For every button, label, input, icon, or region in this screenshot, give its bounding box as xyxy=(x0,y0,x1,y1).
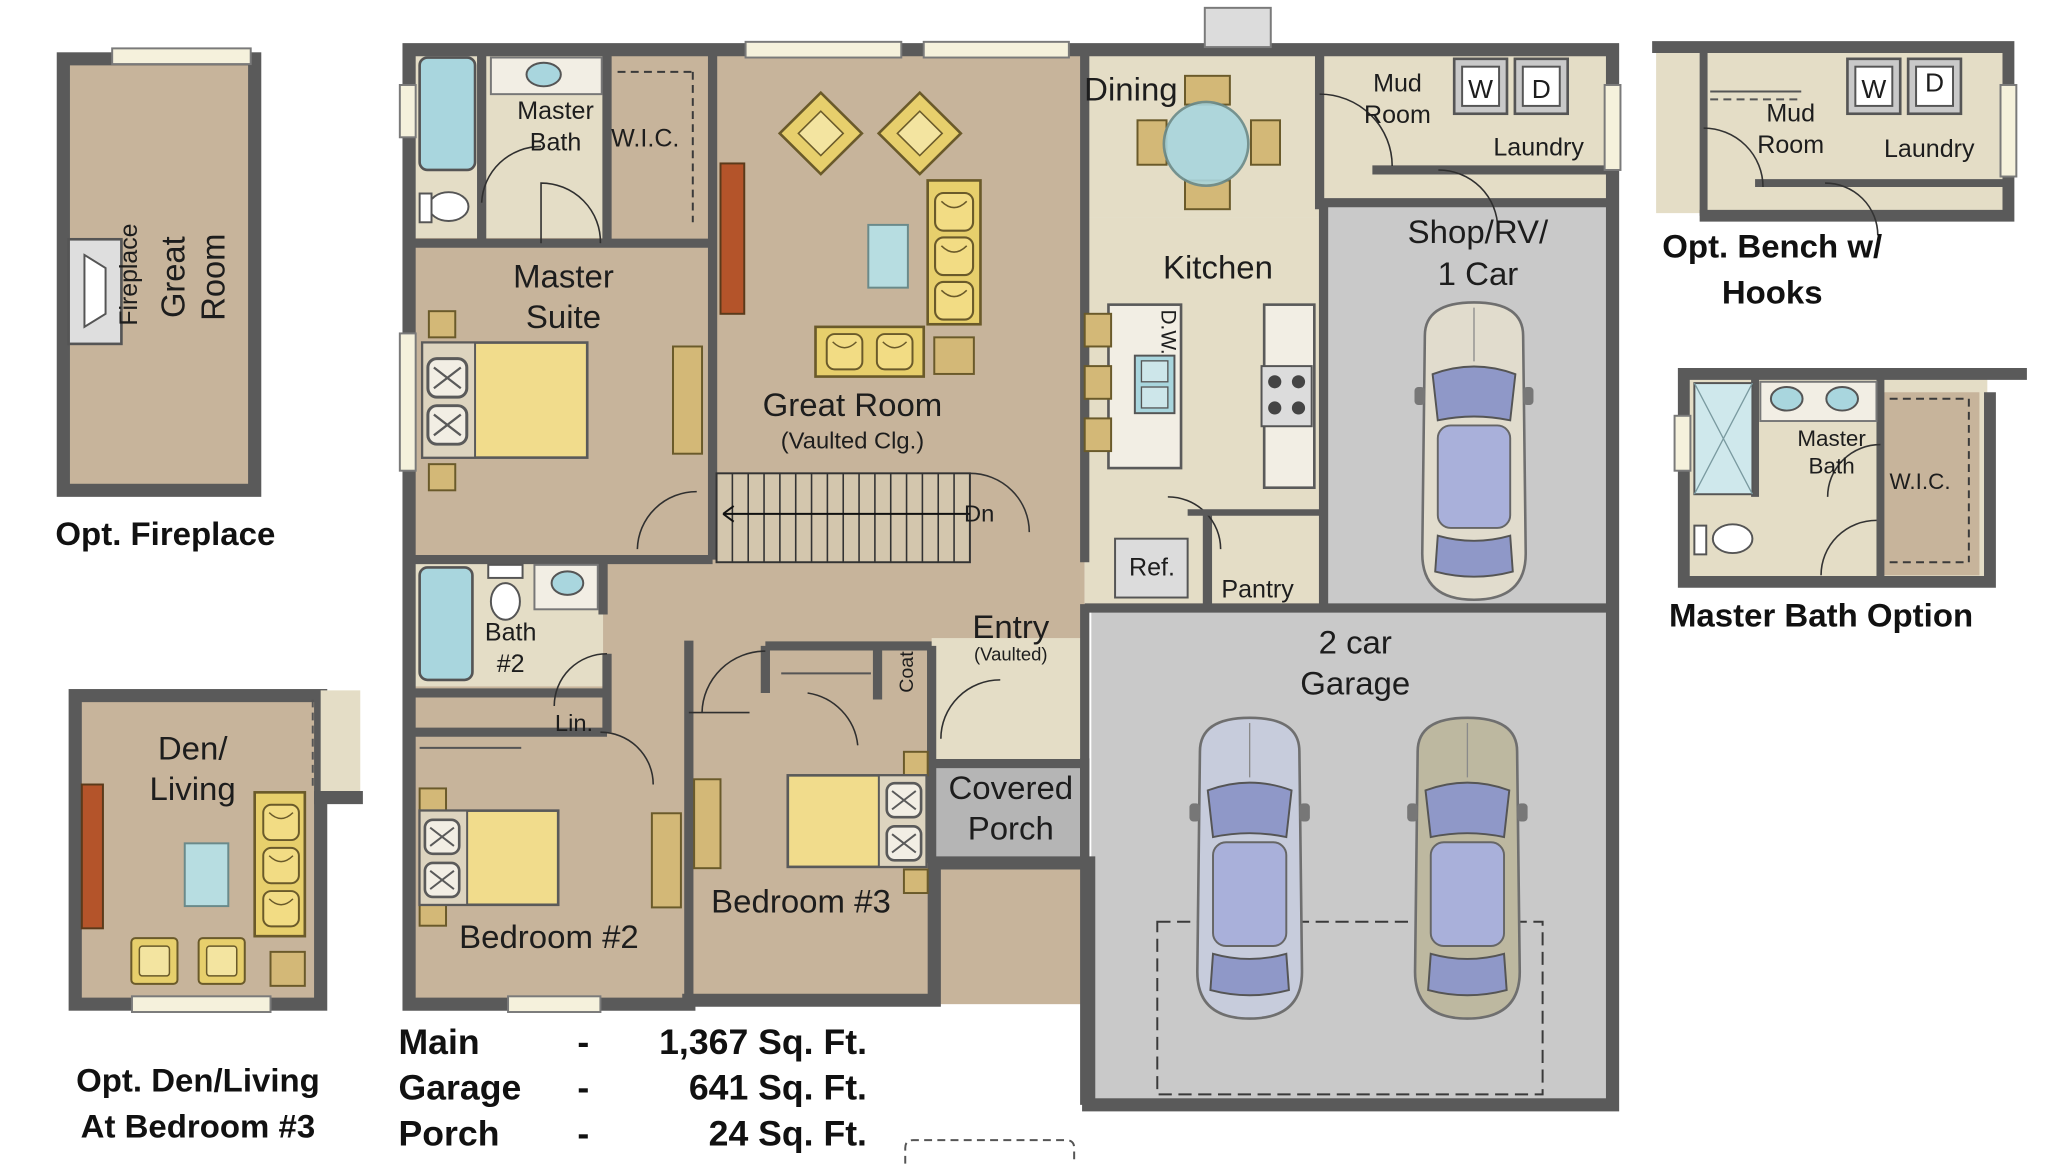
coat-label: Coat xyxy=(896,651,918,693)
opt-bench-laundry: Laundry xyxy=(1884,135,1975,163)
option-master-bath-l1: Master xyxy=(1797,426,1866,451)
washer-label: W xyxy=(1468,74,1493,104)
garage-label-l2: Garage xyxy=(1300,664,1410,701)
opt-bench-mud-l2: Room xyxy=(1757,131,1824,159)
option-master-bath-l2: Bath xyxy=(1809,453,1855,478)
kitchen-label: Kitchen xyxy=(1163,249,1273,286)
opt-bench-mud-l1: Mud xyxy=(1766,100,1815,128)
square-footage-table: Main - 1,367 Sq. Ft. Garage - 641 Sq. Ft… xyxy=(399,1022,867,1153)
opt-fireplace-plan: Fireplace Great Room xyxy=(56,47,262,497)
sqft-garage-value: 641 Sq. Ft. xyxy=(689,1068,867,1108)
shop-label-l1: Shop/RV/ xyxy=(1408,213,1549,250)
opt-bench-caption-l2: Hooks xyxy=(1722,273,1823,310)
mud-room-label-l2: Room xyxy=(1364,101,1431,129)
master-bath-option-caption: Master Bath Option xyxy=(1669,596,1973,633)
opt-den-room-l2: Living xyxy=(150,770,236,807)
master-suite-label-l1: Master xyxy=(513,258,614,295)
dryer-label: D xyxy=(1532,74,1551,104)
master-bath-label-l2: Bath xyxy=(530,128,582,156)
great-room-label: Great Room xyxy=(763,386,943,423)
opt-den-room-l1: Den/ xyxy=(158,730,229,767)
laundry-label: Laundry xyxy=(1493,134,1584,162)
dining-label: Dining xyxy=(1084,71,1178,108)
staircase xyxy=(715,472,1031,564)
fireplace-label: Fireplace xyxy=(115,224,143,326)
sqft-main-value: 1,367 Sq. Ft. xyxy=(659,1022,867,1062)
garage-label-l1: 2 car xyxy=(1319,624,1392,661)
entry-note: (Vaulted) xyxy=(974,643,1048,664)
great-room-note: (Vaulted Clg.) xyxy=(781,429,924,455)
opt-den-caption-l2: At Bedroom #3 xyxy=(81,1108,316,1145)
mud-room-label-l1: Mud xyxy=(1373,70,1422,98)
shop-label-l2: 1 Car xyxy=(1438,255,1519,292)
master-bath-label-l1: Master xyxy=(517,97,594,125)
sqft-main-label: Main xyxy=(399,1022,480,1062)
opt-bench-dryer: D xyxy=(1925,68,1944,98)
bedroom2-label: Bedroom #2 xyxy=(459,918,639,955)
master-bath-option-plan: Master Bath W.I.C. xyxy=(1673,368,2027,588)
linen-label: Lin. xyxy=(555,711,593,737)
opt-fireplace-room-l2: Room xyxy=(194,234,231,321)
sqft-main-sep: - xyxy=(577,1022,589,1062)
option-wic-label: W.I.C. xyxy=(1889,469,1950,494)
refrigerator-label: Ref. xyxy=(1129,553,1175,581)
bath2-label-l1: Bath xyxy=(485,619,537,647)
sqft-porch-sep: - xyxy=(577,1114,589,1154)
entry-label: Entry xyxy=(972,608,1050,645)
covered-porch-label-l1: Covered xyxy=(948,769,1073,806)
pantry-label: Pantry xyxy=(1221,576,1294,604)
opt-den-caption-l1: Opt. Den/Living xyxy=(76,1062,320,1099)
covered-porch-label-l2: Porch xyxy=(968,810,1054,847)
bedroom3-label: Bedroom #3 xyxy=(711,883,891,920)
bath2-label-l2: #2 xyxy=(497,650,525,678)
dishwasher-label: D.W. xyxy=(1156,309,1179,354)
sqft-garage-label: Garage xyxy=(399,1068,522,1108)
main-plan xyxy=(398,6,1622,1112)
stairs-down-label: Dn xyxy=(964,502,994,528)
sqft-porch-value: 24 Sq. Ft. xyxy=(709,1114,867,1154)
sqft-garage-sep: - xyxy=(577,1068,589,1108)
opt-den-plan: Den/ Living xyxy=(68,689,363,1013)
opt-bench-washer: W xyxy=(1861,74,1886,104)
wic-label: W.I.C. xyxy=(611,125,679,153)
sqft-porch-label: Porch xyxy=(399,1114,500,1154)
opt-bench-caption-l1: Opt. Bench w/ xyxy=(1662,228,1882,265)
master-suite-label-l2: Suite xyxy=(526,298,601,335)
opt-fireplace-room-l1: Great xyxy=(155,236,192,318)
opt-bench-plan: W D Mud Room Laundry xyxy=(1652,41,2018,236)
opt-fireplace-caption: Opt. Fireplace xyxy=(55,515,275,552)
